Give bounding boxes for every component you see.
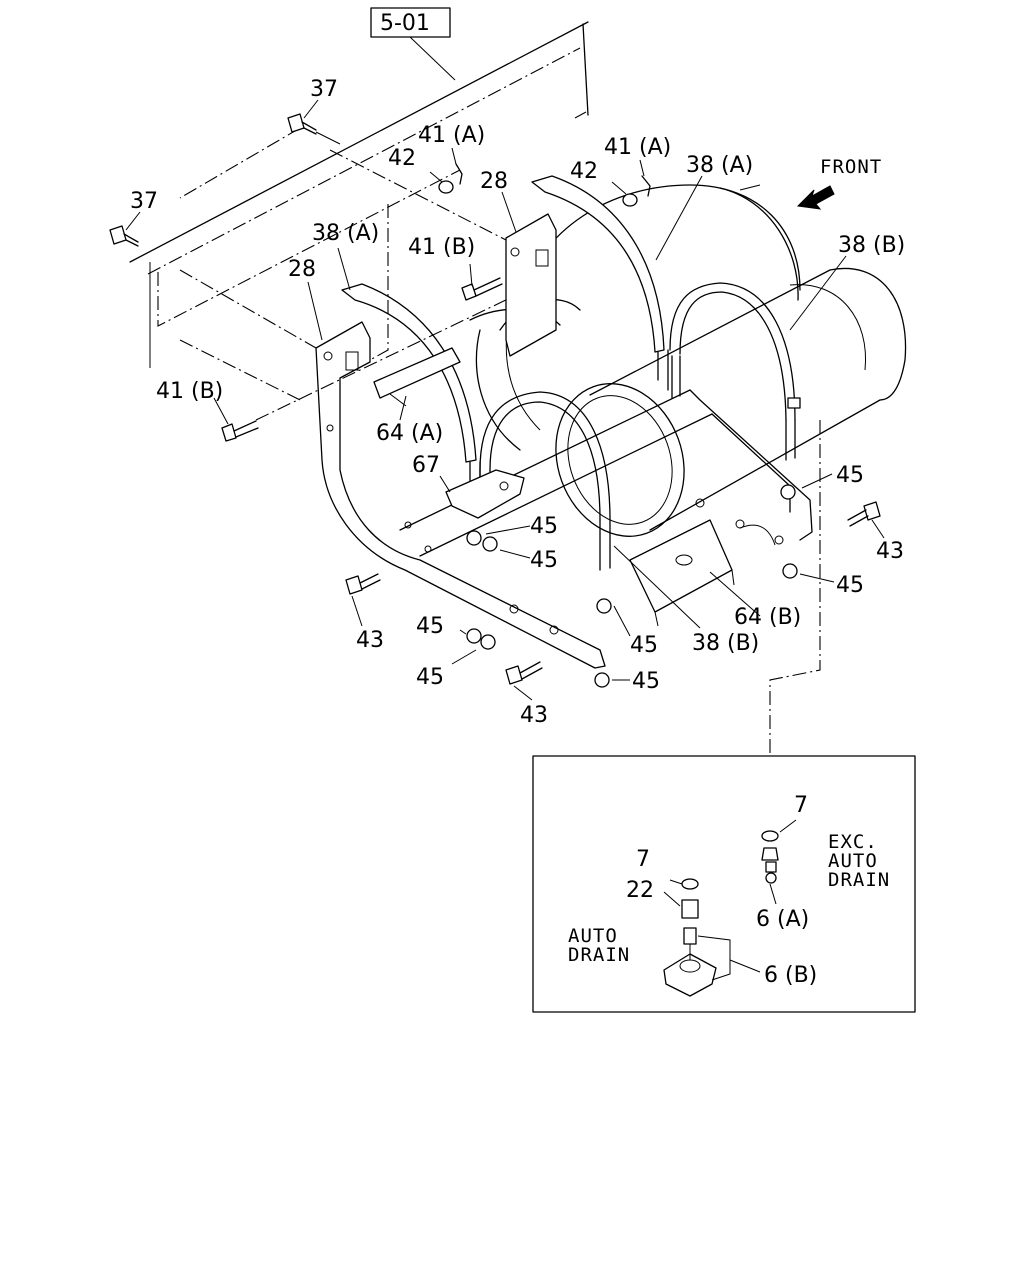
callout-64b: 64 (B): [734, 605, 801, 630]
washer-42-left: [438, 163, 463, 194]
callout-45-1: 45: [836, 463, 864, 488]
bolt-41b-upper: [461, 277, 503, 301]
callout-37-upper: 37: [310, 77, 338, 102]
bracket-28-upper: [505, 213, 557, 357]
bolts-43: [345, 501, 881, 685]
callout-43-left: 43: [356, 628, 384, 653]
exc-auto-drain-line2: AUTO: [828, 850, 878, 872]
callout-6a: 6 (A): [756, 907, 809, 932]
auto-drain-line1: AUTO: [568, 925, 618, 947]
callout-45-2: 45: [530, 514, 558, 539]
exc-auto-drain-line3: DRAIN: [828, 869, 890, 891]
callout-leaders: [125, 99, 885, 907]
callout-45-6: 45: [630, 633, 658, 658]
callout-41a-left: 41 (A): [418, 123, 485, 148]
callout-38a-left: 38 (A): [312, 221, 379, 246]
callout-22: 22: [626, 878, 654, 903]
callout-38a-right: 38 (A): [686, 153, 753, 178]
callout-45-8: 45: [632, 669, 660, 694]
callout-37-lower: 37: [130, 189, 158, 214]
callout-7-left: 7: [636, 847, 650, 872]
front-indicator: FRONT: [796, 156, 882, 210]
callout-42-left: 42: [388, 146, 416, 171]
bolt-41b-lower: [221, 420, 259, 442]
callout-labels: 37 37 41 (A) 42 41 (A) 42 28 38 (A) 38 (…: [130, 77, 905, 988]
callout-43-right: 43: [876, 539, 904, 564]
front-label: FRONT: [820, 156, 882, 178]
plate-64a: [373, 347, 461, 407]
frame-rail: [129, 21, 589, 368]
callout-38b-lower: 38 (B): [692, 631, 759, 656]
callout-6b: 6 (B): [764, 963, 817, 988]
callout-43-mid: 43: [520, 703, 548, 728]
callout-67: 67: [412, 453, 440, 478]
callout-41b-upper: 41 (B): [408, 235, 475, 260]
callout-38b-upper: 38 (B): [838, 233, 905, 258]
callout-64a: 64 (A): [376, 421, 443, 446]
callout-45-4: 45: [836, 573, 864, 598]
front-arrow-icon: [796, 185, 835, 210]
washer-42-right: [622, 175, 651, 207]
callout-45-7: 45: [416, 665, 444, 690]
callout-41b-lower: 41 (B): [156, 379, 223, 404]
strap-38a-left: [341, 283, 481, 501]
callout-45-3: 45: [530, 548, 558, 573]
callout-45-5: 45: [416, 614, 444, 639]
strap-38b-upper: [669, 282, 801, 461]
plate-64b: [629, 519, 735, 627]
callout-42-right: 42: [570, 159, 598, 184]
plate-67: [445, 469, 525, 519]
strap-38a-right: [531, 175, 681, 399]
leader-lines: [179, 149, 821, 851]
callout-28-lower: 28: [288, 257, 316, 282]
reference-box-label: 5-01: [380, 11, 430, 36]
auto-drain-line2: DRAIN: [568, 944, 630, 966]
nuts-45: [466, 484, 798, 688]
callout-7-right: 7: [794, 793, 808, 818]
reference-box: 5-01: [370, 7, 456, 81]
exc-auto-drain-line1: EXC.: [828, 831, 878, 853]
bolt-37-lower: [109, 225, 139, 247]
callout-28-upper: 28: [480, 169, 508, 194]
drain-inset: EXC. AUTO DRAIN AUTO DRAIN: [532, 755, 916, 1013]
callout-41a-right: 41 (A): [604, 135, 671, 160]
bolt-37-upper: [287, 113, 341, 145]
bracket-28-lower: [315, 321, 606, 669]
